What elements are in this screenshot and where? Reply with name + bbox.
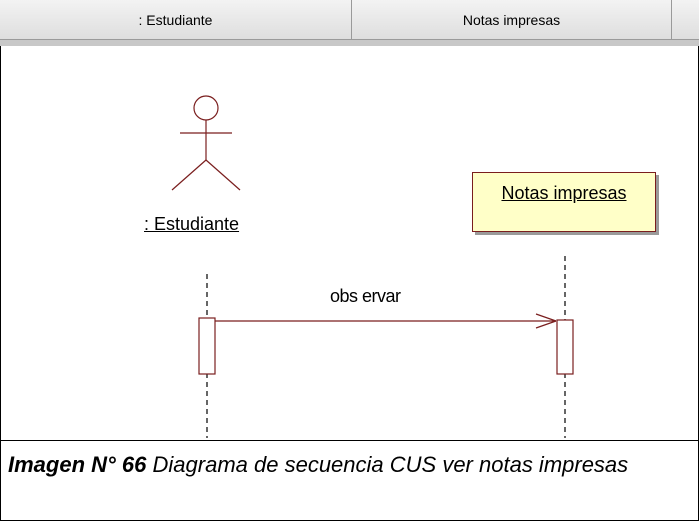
activation-bar-estudiante[interactable] bbox=[198, 317, 216, 375]
diagram-canvas bbox=[171, 95, 574, 438]
message-label-observar: obs ervar bbox=[330, 286, 401, 306]
header-separator bbox=[0, 40, 699, 46]
caption-number: Imagen N° 66 bbox=[8, 452, 147, 477]
actor-stick-figure-icon[interactable] bbox=[171, 95, 241, 191]
actor-label-estudiante: : Estudiante bbox=[144, 214, 240, 234]
object-box-notas-impresas[interactable]: Notas impresas bbox=[472, 172, 656, 232]
header-cell-notas-impresas[interactable]: Notas impresas bbox=[352, 0, 672, 40]
header-cell-estudiante[interactable]: : Estudiante bbox=[0, 0, 352, 40]
object-label-notas-impresas: Notas impresas bbox=[501, 183, 627, 203]
lifeline-header-bar: : Estudiante Notas impresas bbox=[0, 0, 699, 40]
header-cell-empty bbox=[672, 0, 699, 40]
sequence-diagram: : Estudiante Notas impresas obs ervar bbox=[0, 46, 699, 440]
message-arrow-observar[interactable] bbox=[215, 313, 557, 329]
activation-bar-notas-impresas[interactable] bbox=[556, 319, 574, 375]
caption-text: Diagrama de secuencia CUS ver notas impr… bbox=[146, 452, 629, 477]
figure-caption: Imagen N° 66 Diagrama de secuencia CUS v… bbox=[0, 440, 699, 521]
